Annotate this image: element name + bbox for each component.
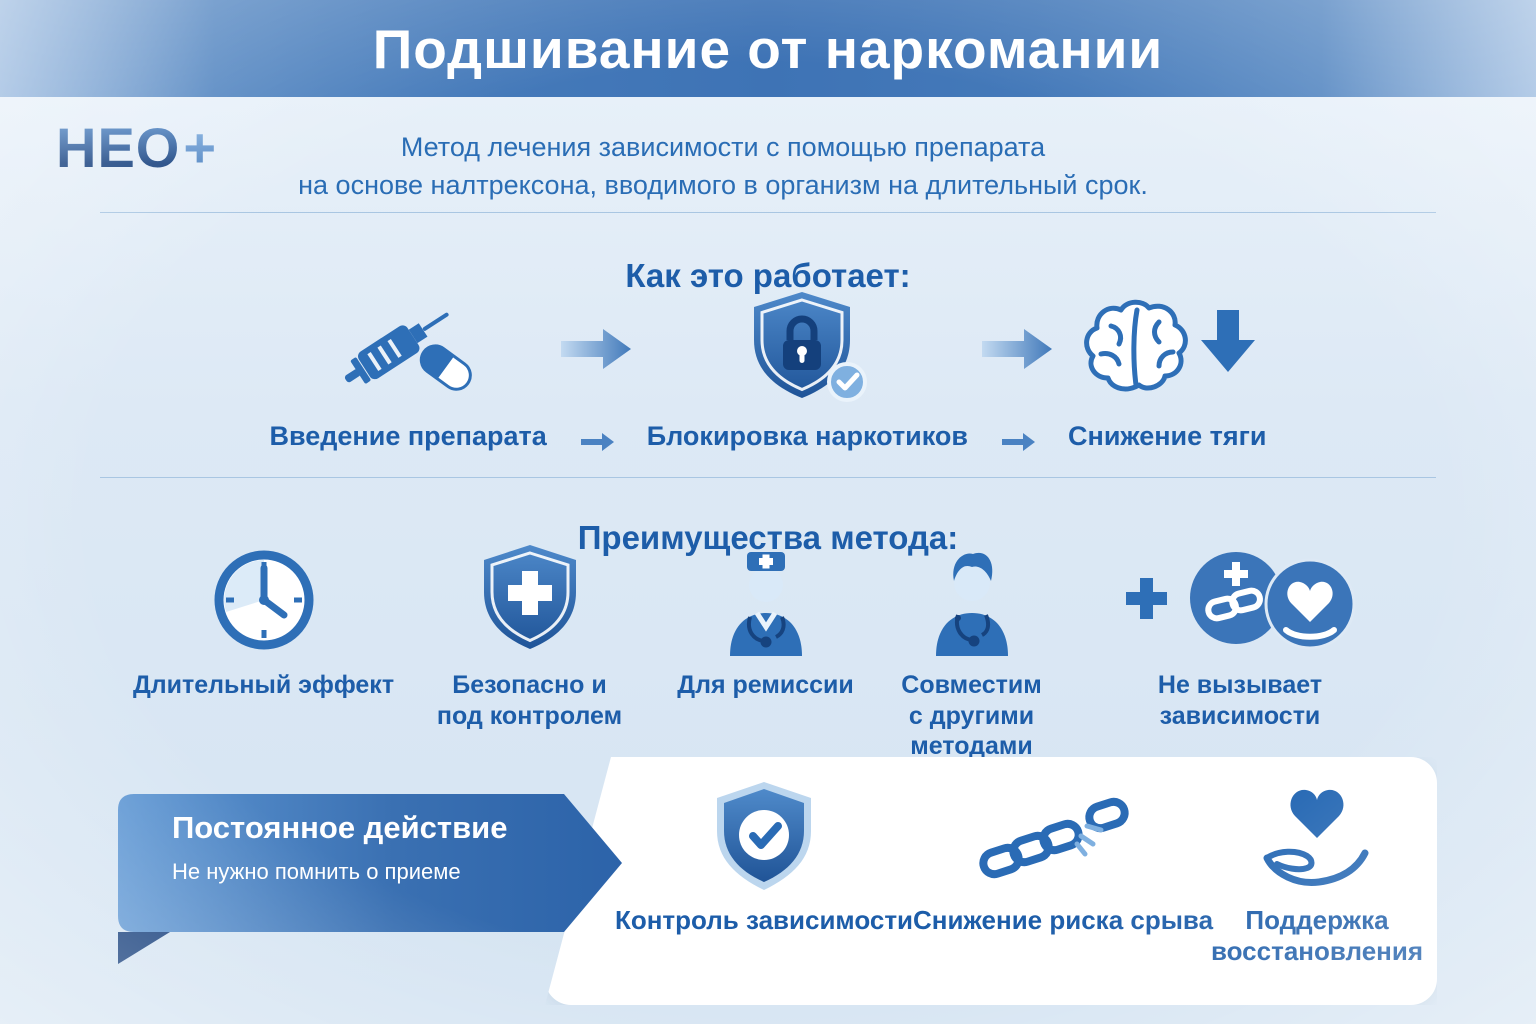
header-banner: Подшивание от наркомании	[0, 0, 1536, 97]
advantage-label: Безопасно и под контролем	[436, 671, 623, 730]
step-injection: Введение препарата	[270, 283, 547, 452]
intro-line-2: на основе налтрексона, вводимого в орган…	[298, 170, 1148, 201]
advantage-label: Не вызывает зависимости	[1157, 671, 1323, 730]
advantage-remission: Для ремиссии	[677, 540, 854, 701]
advantage-label: Длительный эффект	[132, 671, 395, 699]
advantages-title: Преимущества метода:	[577, 519, 959, 557]
step-connector-2	[982, 283, 1054, 458]
advantage-long-effect: Длительный эффект	[133, 540, 394, 701]
how-it-works-steps: Введение препарата	[0, 283, 1536, 458]
clock-icon	[210, 540, 318, 660]
benefits-panel: Контроль зависимости	[545, 757, 1437, 1005]
benefit-label: Поддержка восстановления	[1211, 905, 1424, 967]
step-blocking: Блокировка наркотиков	[647, 283, 968, 452]
ribbon-title: Постоянное действие	[172, 810, 508, 845]
doctor-icon	[710, 540, 822, 660]
page-title: Подшивание от наркомании	[372, 17, 1164, 80]
how-it-works-title: Как это работает:	[625, 257, 911, 295]
benefit-label: Снижение риска срыва	[912, 905, 1214, 935]
label-arrow-icon	[1000, 431, 1036, 458]
hand-heart-icon	[1251, 779, 1383, 897]
highlight-ribbon: Постоянное действие Не нужно помнить о п…	[104, 780, 629, 980]
brand-logo-text: НЕО	[56, 116, 181, 179]
brand-logo-plus-icon: +	[183, 116, 218, 179]
flow-arrow-icon	[560, 283, 633, 415]
ribbon-subtitle: Не нужно помнить о приеме	[172, 859, 461, 884]
section-divider-middle	[100, 477, 1436, 478]
advantage-no-addiction: Не вызывает зависимости	[1090, 540, 1390, 731]
shield-lock-icon	[744, 283, 870, 415]
medic-icon	[916, 540, 1028, 660]
advantage-safe: Безопасно и под контролем	[427, 540, 632, 731]
advantage-label: Совместим с другими методами	[901, 671, 1042, 760]
benefit-recovery-support: Поддержка восстановления	[1211, 779, 1423, 967]
plus-icon	[1126, 578, 1167, 619]
benefit-risk-reduction: Снижение риска срыва	[913, 779, 1213, 936]
step-craving-reduction: Снижение тяги	[1068, 283, 1266, 452]
ribbon-banner-shape	[118, 794, 622, 964]
advantage-compatible: Совместим с другими методами	[899, 540, 1044, 762]
section-divider-top	[100, 212, 1436, 213]
benefit-control: Контроль зависимости	[615, 779, 913, 936]
label-arrow-icon	[579, 431, 615, 458]
shield-check-icon	[708, 779, 820, 897]
shield-cross-icon	[474, 540, 586, 660]
intro-description: Метод лечения зависимости с помощью преп…	[283, 128, 1163, 205]
no-addiction-icon	[1120, 540, 1360, 660]
step-label-injection: Введение препарата	[269, 421, 547, 451]
broken-chain-icon	[977, 779, 1149, 897]
advantage-label: Для ремиссии	[677, 671, 854, 699]
brand-logo: НЕО+	[56, 120, 217, 176]
step-label-blocking: Блокировка наркотиков	[646, 421, 969, 451]
brain-decrease-icon	[1075, 283, 1260, 415]
benefit-label: Контроль зависимости	[614, 905, 914, 935]
syringe-pill-icon	[333, 283, 483, 415]
advantages-row: Длительный эффект Безопасно и под контро…	[0, 540, 1536, 762]
step-label-craving: Снижение тяги	[1068, 421, 1267, 451]
ribbon-text: Постоянное действие Не нужно помнить о п…	[172, 810, 507, 885]
intro-line-1: Метод лечения зависимости с помощью преп…	[400, 132, 1046, 162]
step-connector-1	[560, 283, 633, 458]
flow-arrow-icon	[982, 283, 1054, 415]
